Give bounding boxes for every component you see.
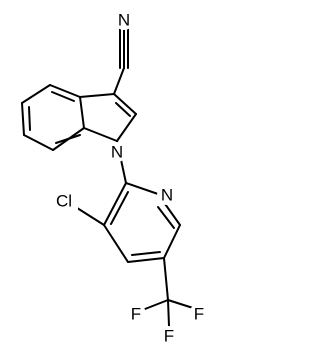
c3a-c3-bond	[79, 93, 115, 98]
n1p-c6p-bond-inner	[157, 206, 175, 229]
c3p-chlorine-bond	[73, 205, 105, 226]
atom-label-indole-n: N	[111, 143, 123, 162]
c2-n1-bond	[116, 113, 137, 142]
cf3-fluorine-right-bond	[167, 299, 194, 309]
c6-c5-bond-inner	[28, 106, 31, 131]
c3a-c7a-bond	[79, 96, 85, 129]
c5-c4-bond	[21, 84, 51, 104]
c3-c2-double-bond-inner	[115, 102, 131, 117]
chemical-structure: N N N Cl F F F	[21, 10, 208, 346]
cf3-fluorine-left-bond	[144, 299, 169, 310]
c7a-c7-bond-inner	[55, 134, 81, 144]
c4-c3a-bond-outer	[49, 84, 81, 98]
cf3-fluorine-bottom-bond	[167, 299, 170, 327]
atom-label-chlorine: Cl	[56, 192, 72, 211]
atom-labels: N N N Cl F F F	[52, 10, 208, 346]
c3-c2-double-bond-outer	[113, 93, 137, 115]
c3-cyano-bond	[113, 67, 125, 95]
c3p-c2p-bond-outer	[103, 182, 127, 226]
c4p-c3p-bond	[103, 224, 129, 263]
atom-label-fluorine-right: F	[194, 305, 204, 324]
c3p-c2p-bond-inner	[110, 191, 129, 225]
c5p-cf3-bond	[163, 257, 169, 301]
c6-c5-bond-outer	[21, 102, 25, 136]
c6p-c5p-bond	[163, 224, 181, 259]
c5p-c4p-bond-inner	[131, 251, 161, 256]
atom-label-fluorine-left: F	[131, 305, 141, 324]
atom-label-pyridine-n: N	[161, 186, 173, 205]
bond-lines	[21, 28, 194, 327]
c2p-n1p-bond	[125, 182, 159, 195]
c4-c3a-bond-inner	[51, 91, 75, 102]
atom-label-nitrile-n: N	[118, 11, 130, 30]
atom-label-fluorine-bottom: F	[164, 327, 174, 346]
n1-c7a-bond	[83, 127, 118, 142]
c5p-c4p-bond-outer	[127, 257, 165, 263]
c7-c6-bond	[23, 134, 54, 151]
